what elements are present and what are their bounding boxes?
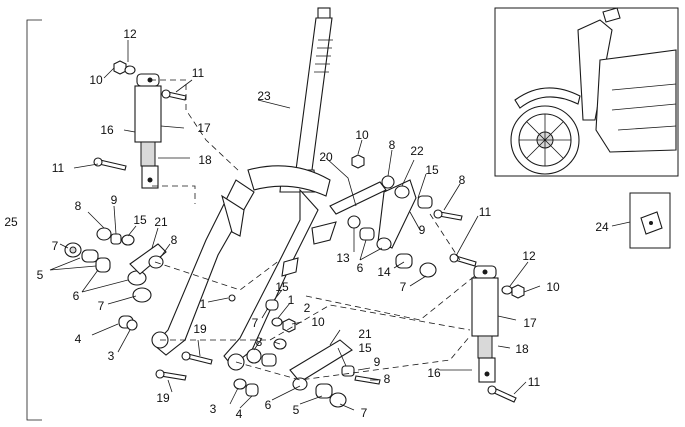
callout-15: 15 (275, 280, 289, 294)
callout-11: 11 (51, 161, 65, 175)
leader-lines (49, 40, 631, 411)
callout-6: 6 (264, 398, 272, 412)
callout-7: 7 (399, 280, 407, 294)
callout-20: 20 (319, 150, 333, 164)
callout-11: 11 (527, 375, 541, 389)
callout-1: 1 (199, 297, 207, 311)
callout-10: 10 (546, 280, 560, 294)
shock-absorber-left (134, 73, 162, 189)
callout-9: 9 (110, 193, 118, 207)
shock-absorber-right (471, 265, 499, 383)
callout-17: 17 (197, 121, 211, 135)
callout-16: 16 (427, 366, 441, 380)
callout-4: 4 (235, 407, 243, 421)
callout-7: 7 (251, 316, 259, 330)
callout-12: 12 (123, 27, 137, 41)
callout-11: 11 (191, 66, 205, 80)
callout-7: 7 (360, 406, 368, 420)
callout-6: 6 (72, 289, 80, 303)
callout-8: 8 (383, 372, 391, 386)
callout-15: 15 (425, 163, 439, 177)
callout-16: 16 (100, 123, 114, 137)
callout-19: 19 (156, 391, 170, 405)
callout-21: 21 (154, 215, 168, 229)
inset-scooter-view (494, 7, 679, 177)
callout-7: 7 (51, 239, 59, 253)
callout-25: 25 (4, 215, 18, 229)
callout-8: 8 (170, 233, 178, 247)
callout-10: 10 (311, 315, 325, 329)
callout-9: 9 (373, 355, 381, 369)
callout-5: 5 (36, 268, 44, 282)
callout-5: 5 (292, 403, 300, 417)
steering-tube (279, 7, 333, 193)
callout-17: 17 (523, 316, 537, 330)
callout-7: 7 (97, 299, 105, 313)
callout-10: 10 (355, 128, 369, 142)
callout-23: 23 (257, 89, 271, 103)
callout-15: 15 (358, 341, 372, 355)
callout-9: 9 (418, 223, 426, 237)
callout-2: 2 (303, 301, 311, 315)
callout-22: 22 (410, 144, 424, 158)
callout-18: 18 (198, 153, 212, 167)
part-clip-24 (629, 192, 671, 249)
callout-3: 3 (107, 349, 115, 363)
callout-11: 11 (478, 205, 492, 219)
group-bracket (26, 19, 42, 421)
callout-14: 14 (377, 265, 391, 279)
callout-18: 18 (515, 342, 529, 356)
callout-21: 21 (358, 327, 372, 341)
callout-8: 8 (74, 199, 82, 213)
callout-8: 8 (388, 138, 396, 152)
callout-6: 6 (356, 261, 364, 275)
callout-3: 3 (209, 402, 217, 416)
callout-4: 4 (74, 332, 82, 346)
callout-19: 19 (193, 322, 207, 336)
callout-1: 1 (287, 293, 295, 307)
callout-15: 15 (133, 213, 147, 227)
callout-12: 12 (522, 249, 536, 263)
hardware-parts (64, 60, 525, 408)
fork-body (151, 165, 337, 371)
callout-8: 8 (458, 173, 466, 187)
callout-8: 8 (255, 335, 263, 349)
callout-10: 10 (89, 73, 103, 87)
callout-13: 13 (336, 251, 350, 265)
callout-24: 24 (595, 220, 609, 234)
